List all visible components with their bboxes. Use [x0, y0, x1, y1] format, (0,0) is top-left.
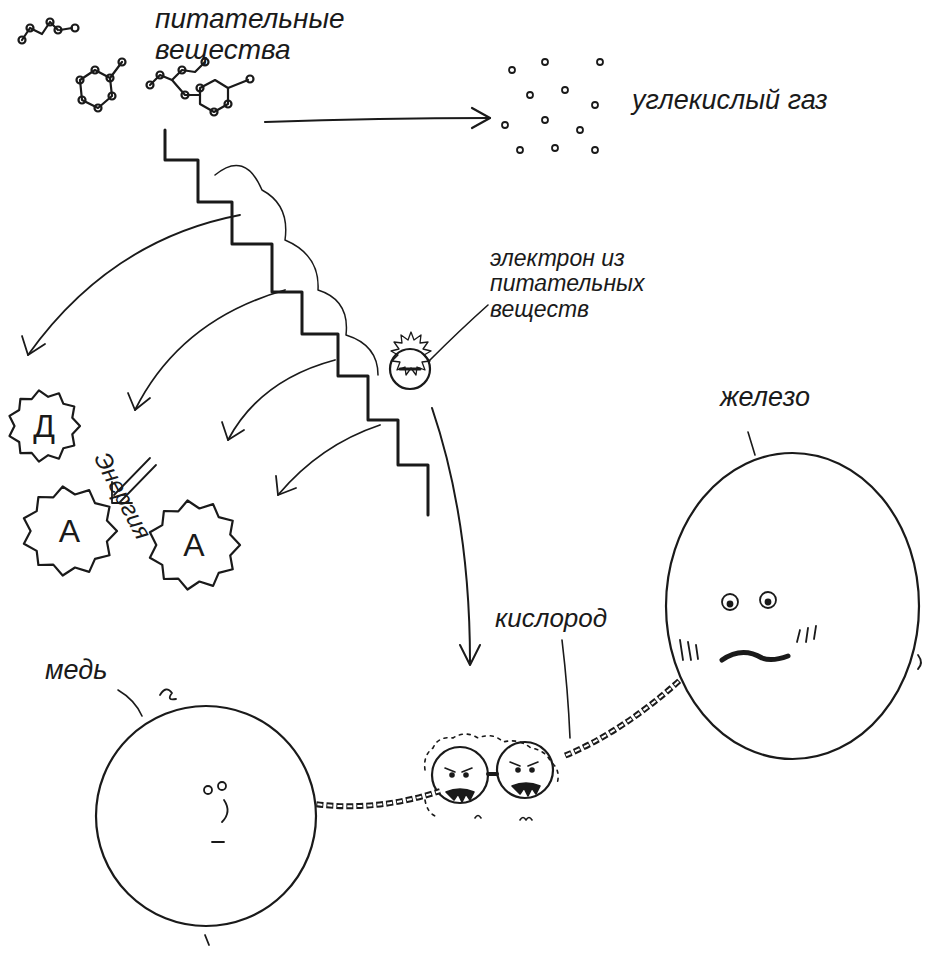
- adp-blob: Д: [8, 390, 80, 462]
- atp-blob: А: [22, 486, 117, 576]
- copper-atom-outline: [95, 705, 317, 927]
- blob-letter: Д: [8, 390, 80, 462]
- reaction-arrow: [265, 108, 490, 128]
- chain-link: [316, 791, 440, 806]
- atp-blob: А: [148, 500, 240, 590]
- copper-face: [118, 689, 228, 945]
- blob-letter: А: [148, 500, 240, 590]
- copper-atom: медь: [95, 705, 317, 927]
- atom-label: железо: [720, 382, 810, 413]
- chain-link: [565, 680, 680, 756]
- atom-label: медь: [45, 655, 107, 686]
- nutrients-label: питательные вещества: [155, 4, 445, 66]
- iron-atom-outline: [665, 452, 920, 760]
- energy-staircase: [165, 130, 428, 515]
- energy-arrows: [22, 215, 380, 503]
- electron-label: электрон из питательных веществ: [490, 246, 690, 322]
- blob-letter: А: [22, 486, 117, 576]
- oxygen-molecule: кислород: [425, 738, 625, 826]
- co2-dots: [502, 59, 603, 153]
- oxygen-molecule-outline: [425, 738, 625, 826]
- atom-label: кислород: [495, 603, 607, 634]
- iron-atom: железо: [665, 452, 920, 760]
- energy-label: Энергия: [89, 448, 183, 593]
- iron-face: [680, 432, 921, 669]
- electron-symbol: [390, 305, 488, 665]
- oxygen-faces: [425, 640, 570, 820]
- co2-label: углекислый газ: [632, 86, 832, 116]
